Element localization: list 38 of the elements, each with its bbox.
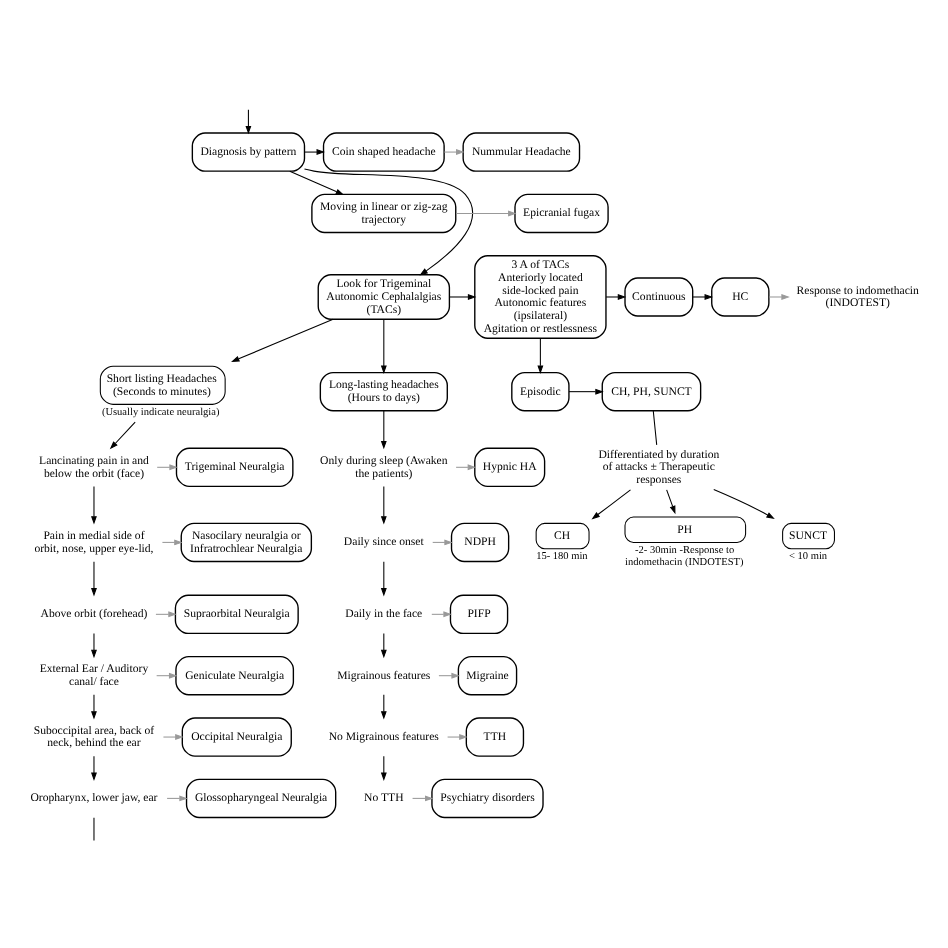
arrow [156, 671, 178, 678]
arrow [380, 484, 387, 524]
arrow [380, 631, 387, 658]
arrow [431, 610, 452, 617]
arrow [91, 693, 97, 719]
arrow [768, 293, 790, 299]
arrow [412, 794, 434, 801]
arrow [109, 420, 136, 449]
arrow [455, 209, 517, 216]
arrow [289, 169, 345, 195]
arrow [303, 148, 325, 155]
arrow [231, 317, 334, 361]
arrow [162, 733, 184, 739]
arrow [156, 463, 178, 470]
arrow [380, 318, 387, 373]
arrow [443, 148, 465, 155]
arrow [91, 484, 97, 524]
arrow [537, 336, 544, 374]
arrow [380, 560, 387, 596]
arrow [449, 293, 477, 299]
arrow [568, 387, 604, 394]
arrow [245, 108, 252, 134]
arrow [380, 409, 387, 449]
arrow [692, 293, 714, 299]
arrow [166, 794, 188, 801]
arrow [91, 560, 97, 596]
arrow [91, 631, 97, 658]
arrow [713, 488, 775, 519]
arrow [591, 488, 631, 519]
arrow [455, 463, 477, 470]
arrow [161, 538, 183, 545]
arrow [155, 610, 177, 617]
connector [652, 409, 658, 445]
arrow [303, 167, 474, 275]
arrow [666, 488, 676, 514]
arrow [91, 754, 97, 780]
arrow [447, 733, 468, 739]
arrow [605, 293, 627, 299]
